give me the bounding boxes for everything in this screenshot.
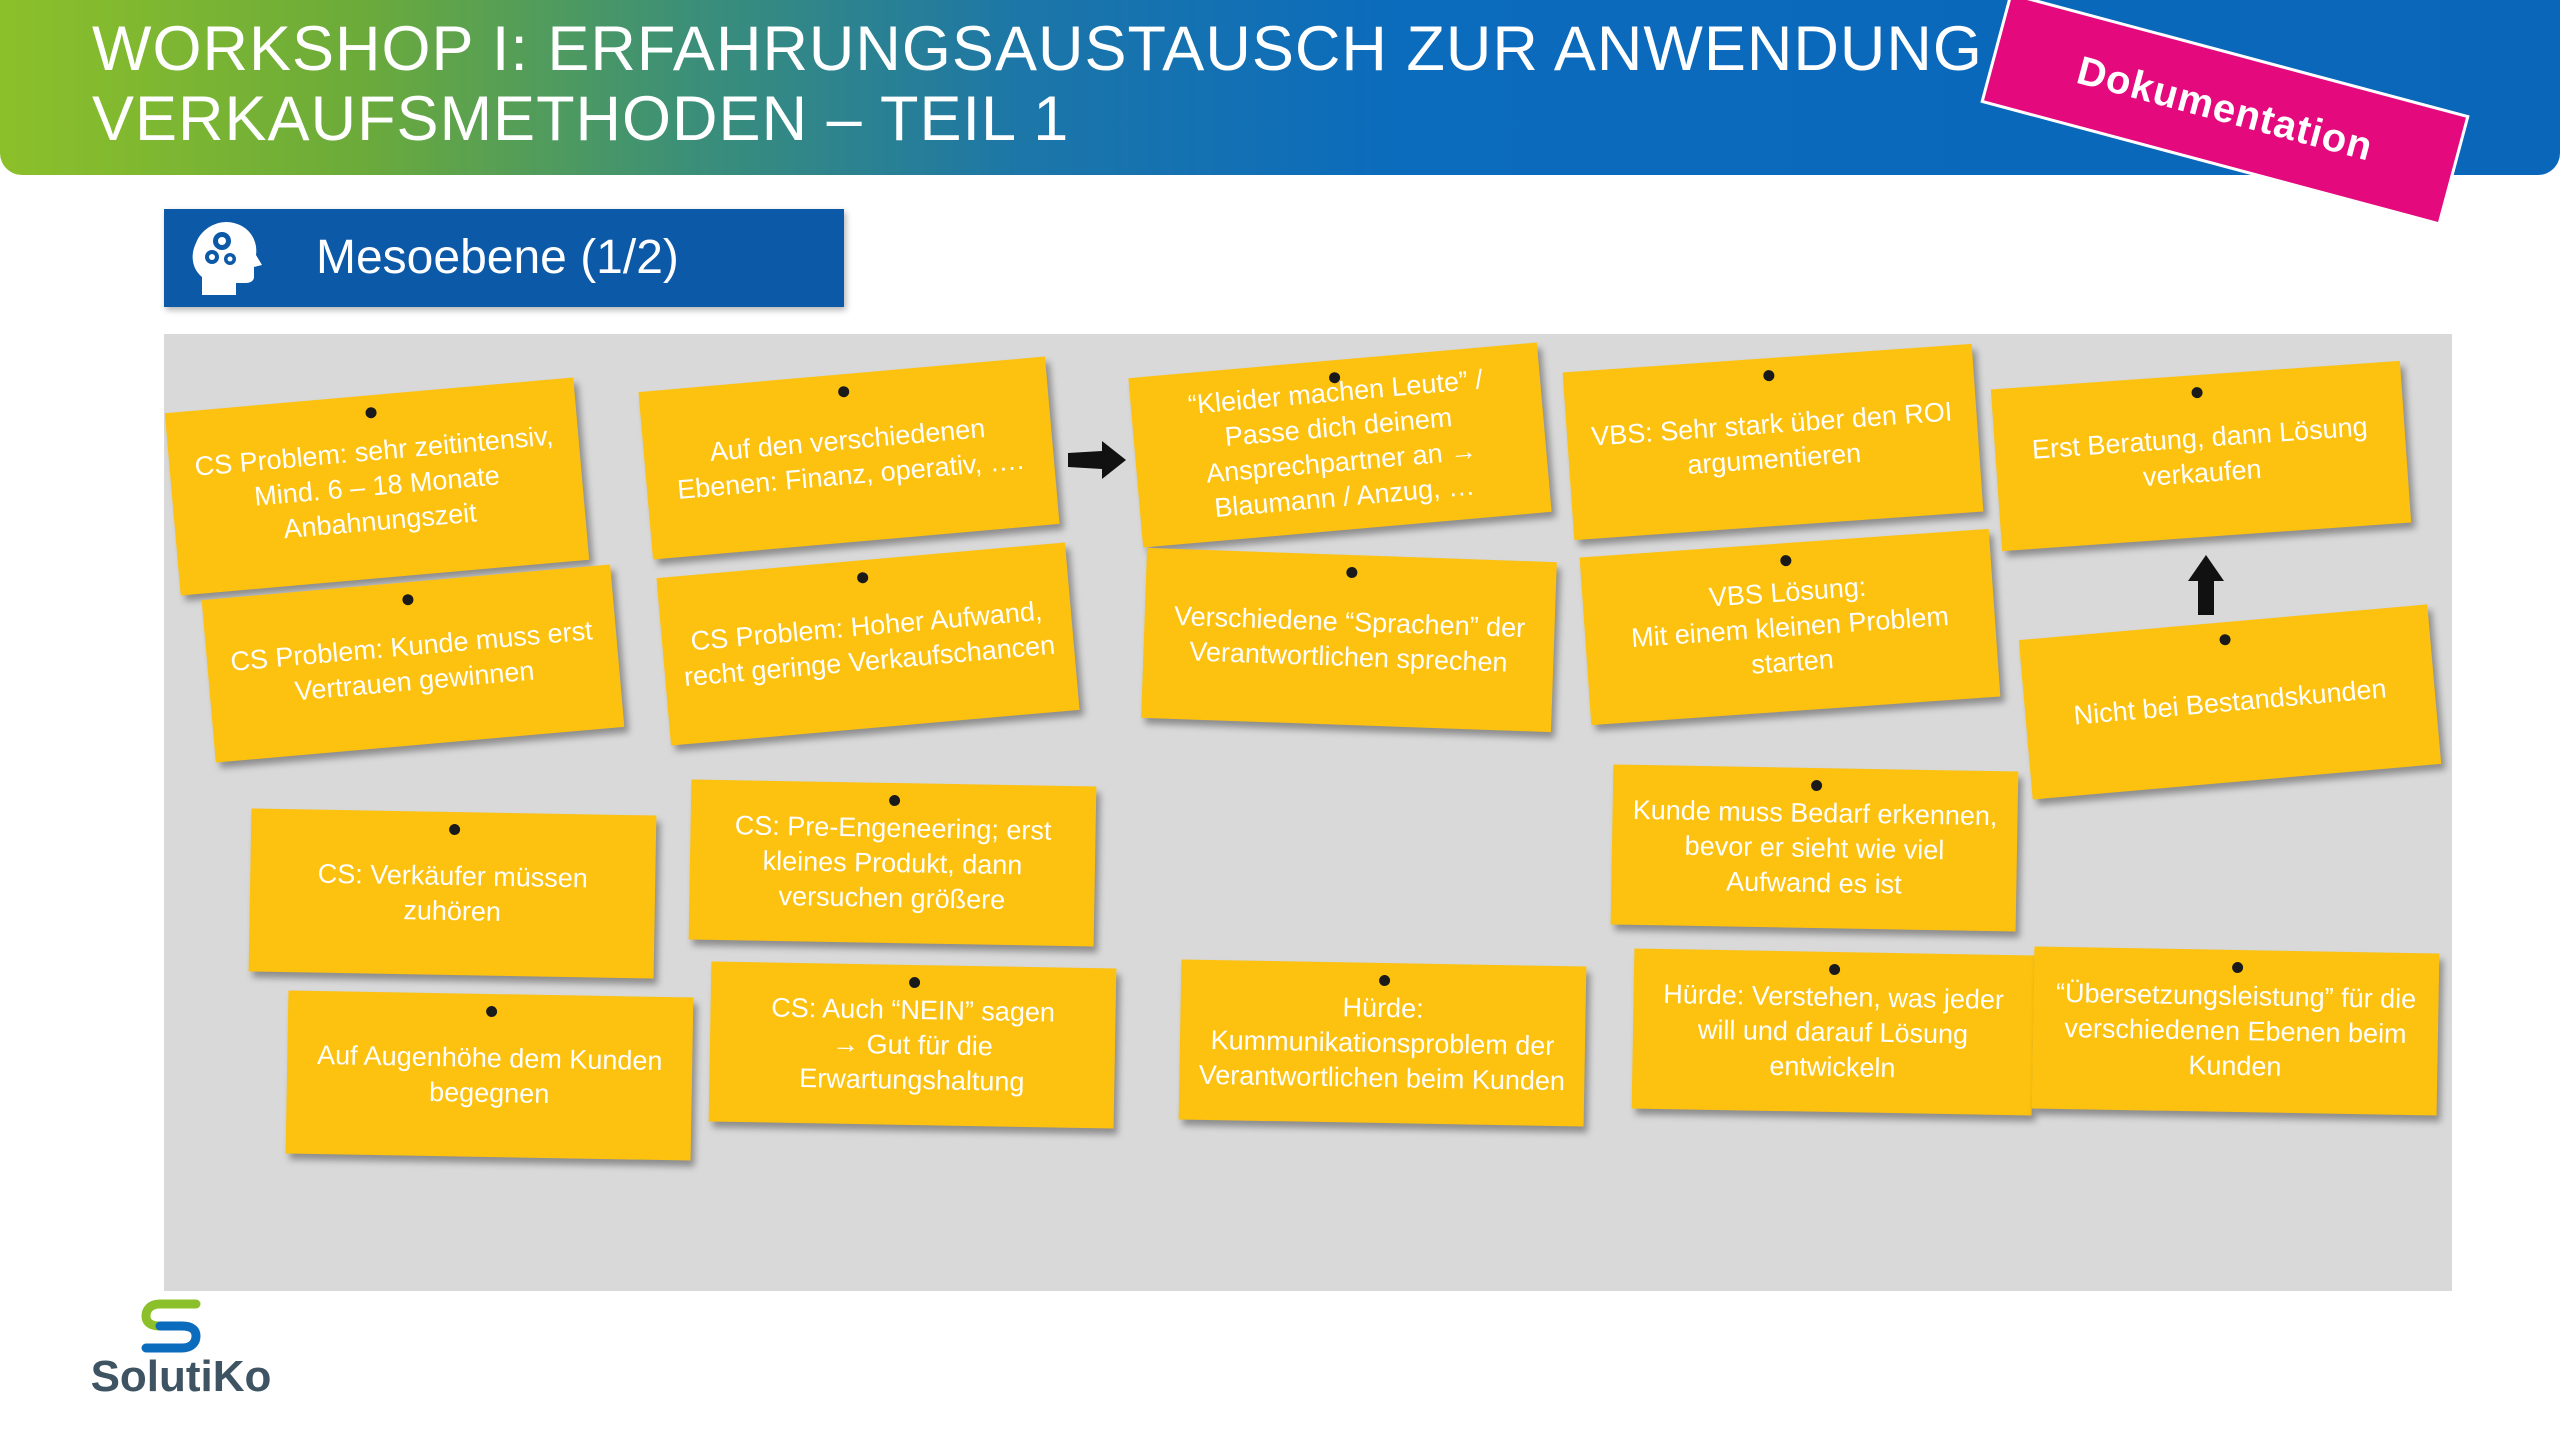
sticky-note: CS: Verkäufer müssen zuhören (248, 808, 657, 979)
note-text: CS Problem: Hoher Aufwand, recht geringe… (682, 595, 1057, 693)
solutiko-s-logo-icon (141, 1299, 201, 1353)
note-text: CS Problem: sehr zeitintensiv, Mind. 6 –… (193, 420, 555, 545)
note-text: VBS: Sehr stark über den ROI argumentier… (1590, 396, 1954, 480)
sticky-note: Auf den verschiedenen Ebenen: Finanz, op… (638, 356, 1060, 560)
sticky-note: Verschiedene “Sprachen” der Verantwortli… (1141, 547, 1557, 733)
sticky-note: VBS Lösung: Mit einem kleinen Problem st… (1579, 528, 2001, 726)
note-text: CS: Auch “NEIN” sagen → Gut für die Erwa… (771, 992, 1056, 1097)
sticky-note: “Übersetzungsleistung” für die verschied… (2031, 946, 2440, 1116)
sticky-note: “Kleider machen Leute” / Passe dich dein… (1128, 342, 1552, 548)
sticky-note: CS: Auch “NEIN” sagen → Gut für die Erwa… (708, 961, 1117, 1129)
pin-icon (2191, 386, 2203, 399)
note-text: CS: Pre-Engeneering; erst kleines Produk… (734, 809, 1052, 915)
pin-icon (1810, 779, 1822, 792)
note-text: Erst Beratung, dann Lösung verkaufen (2030, 411, 2369, 493)
note-text: Hürde: Kummunikationsproblem der Verantw… (1198, 991, 1566, 1096)
pin-icon (2231, 961, 2243, 974)
sticky-note: CS: Pre-Engeneering; erst kleines Produk… (688, 779, 1097, 947)
pin-icon (1779, 554, 1792, 567)
sticky-note: VBS: Sehr stark über den ROI argumentier… (1562, 343, 1984, 541)
note-text: CS Problem: Kunde muss erst Vertrauen ge… (229, 614, 594, 706)
pin-icon (401, 593, 414, 606)
arrow-up-icon (2188, 555, 2224, 615)
arrow-right-icon (1068, 441, 1126, 479)
note-text: “Kleider machen Leute” / Passe dich dein… (1186, 364, 1484, 524)
pin-icon (1828, 963, 1841, 976)
note-text: Nicht bei Bestandskunden (2072, 672, 2388, 731)
head-gears-icon (188, 217, 268, 299)
note-text: VBS Lösung: Mit einem kleinen Problem st… (1630, 571, 1950, 680)
solutiko-logo: SolutiKo (66, 1296, 296, 1406)
note-text: Hürde: Verstehen, was jeder will und dar… (1663, 978, 2005, 1083)
pin-icon (2219, 633, 2232, 646)
pin-icon (448, 823, 460, 836)
sticky-note: CS Problem: sehr zeitintensiv, Mind. 6 –… (164, 377, 590, 596)
pin-icon (1346, 566, 1358, 579)
logo-text: SolutiKo (90, 1352, 272, 1401)
sticky-note: Kunde muss Bedarf erkennen, bevor er sie… (1610, 764, 2019, 932)
slide-title: WORKSHOP I: ERFAHRUNGSAUSTAUSCH ZUR ANWE… (92, 14, 2140, 154)
pin-icon (837, 385, 850, 398)
note-text: Kunde muss Bedarf erkennen, bevor er sie… (1632, 794, 1998, 900)
section-label: Mesoebene (1/2) (164, 209, 844, 307)
sticky-note: Auf Augenhöhe dem Kunden begegnen (285, 990, 694, 1161)
sticky-note: Hürde: Kummunikationsproblem der Verantw… (1178, 959, 1587, 1127)
sticky-note: Erst Beratung, dann Lösung verkaufen (1990, 360, 2412, 552)
pin-icon (908, 976, 920, 989)
note-text: Auf den verschiedenen Ebenen: Finanz, op… (675, 413, 1025, 506)
pin-icon (485, 1005, 497, 1018)
section-title: Mesoebene (1/2) (316, 231, 679, 284)
pin-icon (365, 406, 378, 419)
pin-icon (888, 794, 900, 807)
note-text: Verschiedene “Sprachen” der Verantwortli… (1173, 600, 1526, 678)
note-text: “Übersetzungsleistung” für die verschied… (2055, 977, 2417, 1082)
sticky-note: Hürde: Verstehen, was jeder will und dar… (1631, 948, 2035, 1116)
pin-icon (1762, 369, 1775, 382)
note-text: CS: Verkäufer müssen zuhören (317, 858, 589, 927)
note-text: Auf Augenhöhe dem Kunden begegnen (316, 1039, 663, 1109)
sticky-note: CS Problem: Hoher Aufwand, recht geringe… (656, 542, 1080, 746)
pin-icon (1378, 974, 1390, 987)
pin-icon (856, 571, 869, 584)
